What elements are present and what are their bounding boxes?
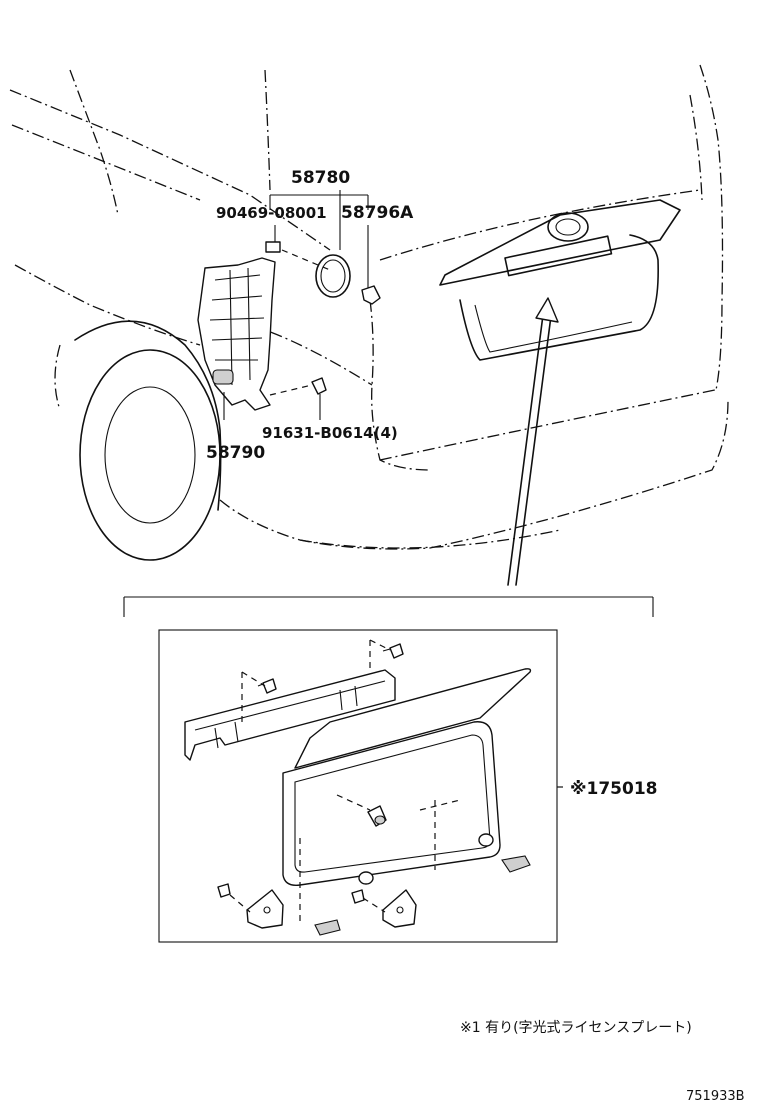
- part-number-58780: 58780: [291, 168, 350, 188]
- back-door-garnish: [439, 199, 681, 286]
- screw-part-icon: [269, 377, 327, 420]
- license-plate-recess: [459, 234, 659, 361]
- cap-part-icon: [361, 225, 381, 305]
- clip-part-icon: [265, 225, 331, 271]
- figure-code: 751933B: [686, 1089, 745, 1104]
- bracket-58790-icon: [197, 257, 276, 420]
- kit-bracket-line: [123, 596, 654, 617]
- part-number-58796A: 58796A: [341, 203, 414, 223]
- part-number-90469-08001: 90469-08001: [216, 204, 327, 222]
- callout-group-58780: 58780: [269, 168, 369, 250]
- part-number-91631-B0614: 91631-B0614(4): [262, 424, 398, 442]
- rear-emblem: [547, 212, 589, 242]
- part-number-175018: ※175018: [570, 779, 658, 799]
- grommet-ring-icon: [315, 254, 351, 298]
- part-number-58790: 58790: [206, 443, 265, 463]
- vehicle-body-outline: [9, 64, 729, 561]
- license-plate-kit-box: [158, 629, 558, 943]
- assembly-arrow: [507, 297, 559, 586]
- footnote: ※1 有り(字光式ライセンスプレート): [460, 1020, 692, 1036]
